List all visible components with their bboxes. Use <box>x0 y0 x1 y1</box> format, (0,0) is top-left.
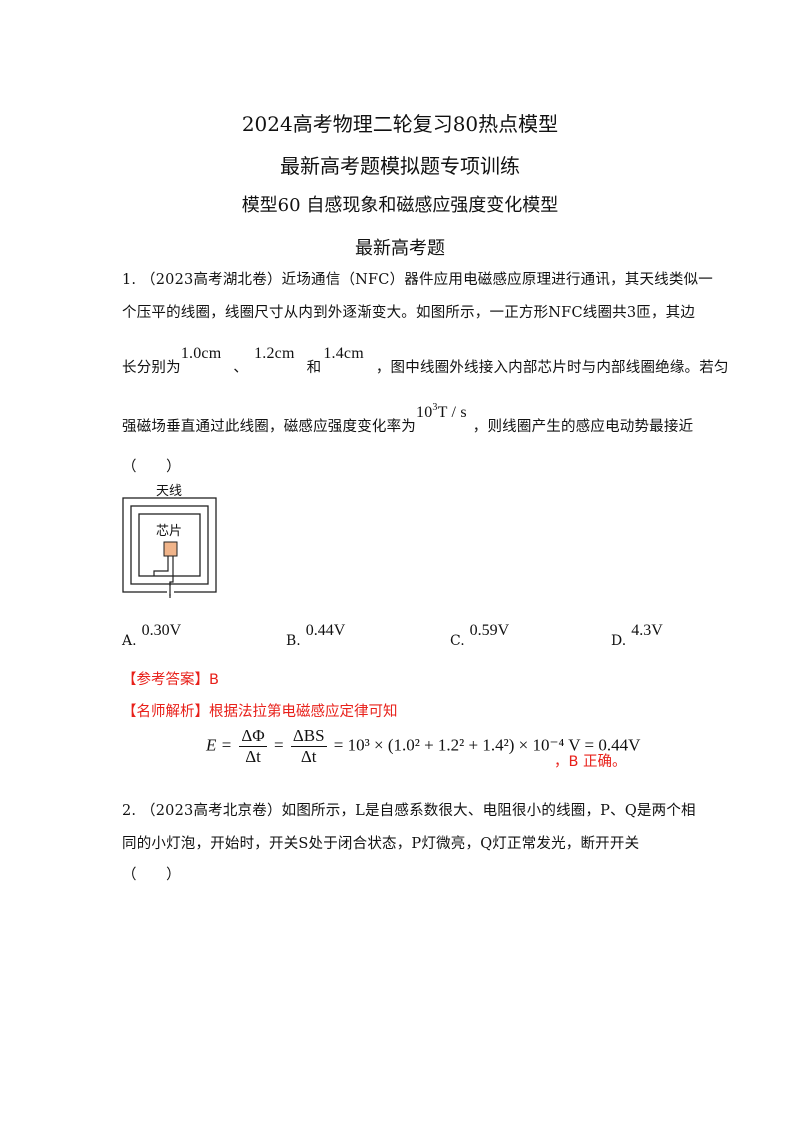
fraction-2-denominator: Δt <box>300 747 317 766</box>
chip-label-mask <box>154 522 184 538</box>
rate-unit: T / s <box>437 404 467 421</box>
nfc-coil-figure: 天线 芯片 <box>120 478 220 600</box>
separator-2: 和 <box>306 360 322 376</box>
rate-value: 103T / s <box>416 402 467 421</box>
fraction-2-numerator: ΔBS <box>290 726 327 747</box>
side-length-2: 1.2cm <box>254 345 295 362</box>
chip-lead-inner <box>153 556 169 576</box>
formula-lhs: E = <box>206 735 233 755</box>
option-b-letter: B. <box>286 633 301 649</box>
option-a-letter: A. <box>122 633 137 649</box>
chip <box>163 541 178 557</box>
q2-line-2: 同的小灯泡，开始时，开关S处于闭合状态，P灯微亮，Q灯正常发光，断开开关 <box>122 836 640 852</box>
coil-diagram: 天线 芯片 <box>122 484 217 598</box>
option-c-letter: C. <box>450 633 465 649</box>
option-a-value: 0.30V <box>141 622 182 639</box>
title-line-2: 最新高考题模拟题专项训练 <box>280 154 520 178</box>
option-d-value: 4.3V <box>631 622 663 639</box>
option-c-value: 0.59V <box>469 622 510 639</box>
formula-conclusion: ，B 正确。 <box>554 754 627 770</box>
side-length-1: 1.0cm <box>180 345 222 362</box>
option-b-value: 0.44V <box>305 622 346 639</box>
q2-answer-parens: （ ） <box>122 867 181 883</box>
model-title: 模型60 自感现象和磁感应强度变化模型 <box>241 195 559 216</box>
separator-1: 、 <box>233 360 249 376</box>
option-d[interactable]: D.4.3V <box>611 620 663 649</box>
rate-exponent: 3 <box>432 402 438 413</box>
q1-answer-parens: （ ） <box>122 459 181 475</box>
fraction-1-denominator: Δt <box>245 747 261 766</box>
option-c[interactable]: C.0.59V <box>450 620 510 649</box>
q1-line-4-pre: 强磁场垂直通过此线圈，磁感应强度变化率为 <box>122 419 416 435</box>
fraction-1-numerator: ΔΦ <box>239 726 267 747</box>
reference-answer: 【参考答案】B <box>122 672 219 688</box>
q1-line-3: 长分别为1.0cm 、 1.2cm 和1.4cm ，图中线圈外线接入内部芯片时与内部线圈… <box>122 342 729 376</box>
section-heading: 最新高考题 <box>355 238 445 259</box>
q1-line-3-pre: 长分别为 <box>122 360 181 376</box>
formula-rhs: = 10³ × (1.0² + 1.2² + 1.4²) × 10⁻⁴ V = … <box>333 735 641 755</box>
antenna-label: 天线 <box>156 484 182 499</box>
side-length-3: 1.4cm <box>323 345 364 362</box>
formula-equals: = <box>273 735 284 755</box>
q1-line-3-post: ，图中线圈外线接入内部芯片时与内部线圈绝缘。若匀 <box>375 360 729 376</box>
option-a[interactable]: A.0.30V <box>122 620 182 649</box>
q2-line-1: 2. （2023高考北京卷）如图所示，L是自感系数很大、电阻很小的线圈，P、Q是… <box>122 803 696 819</box>
q1-line-1: 1. （2023高考湖北卷）近场通信（NFC）器件应用电磁感应原理进行通讯，其天… <box>122 272 713 288</box>
option-d-letter: D. <box>611 633 627 649</box>
chip-label: 芯片 <box>156 524 182 539</box>
q1-line-2: 个压平的线圈，线圈尺寸从内到外逐渐变大。如图所示，一正方形NFC线圈共3匝，其边 <box>122 305 696 321</box>
q1-line-4-post: ，则线圈产生的感应电动势最接近 <box>472 419 694 435</box>
expert-analysis: 【名师解析】根据法拉第电磁感应定律可知 <box>122 704 398 720</box>
rate-base: 10 <box>416 404 433 421</box>
q1-line-4: 强磁场垂直通过此线圈，磁感应强度变化率为103T / s ，则线圈产生的感应电动势… <box>122 401 693 435</box>
option-b[interactable]: B.0.44V <box>286 620 346 649</box>
inner-turn <box>138 513 201 577</box>
title-line-1: 2024高考物理二轮复习80热点模型 <box>241 112 559 136</box>
